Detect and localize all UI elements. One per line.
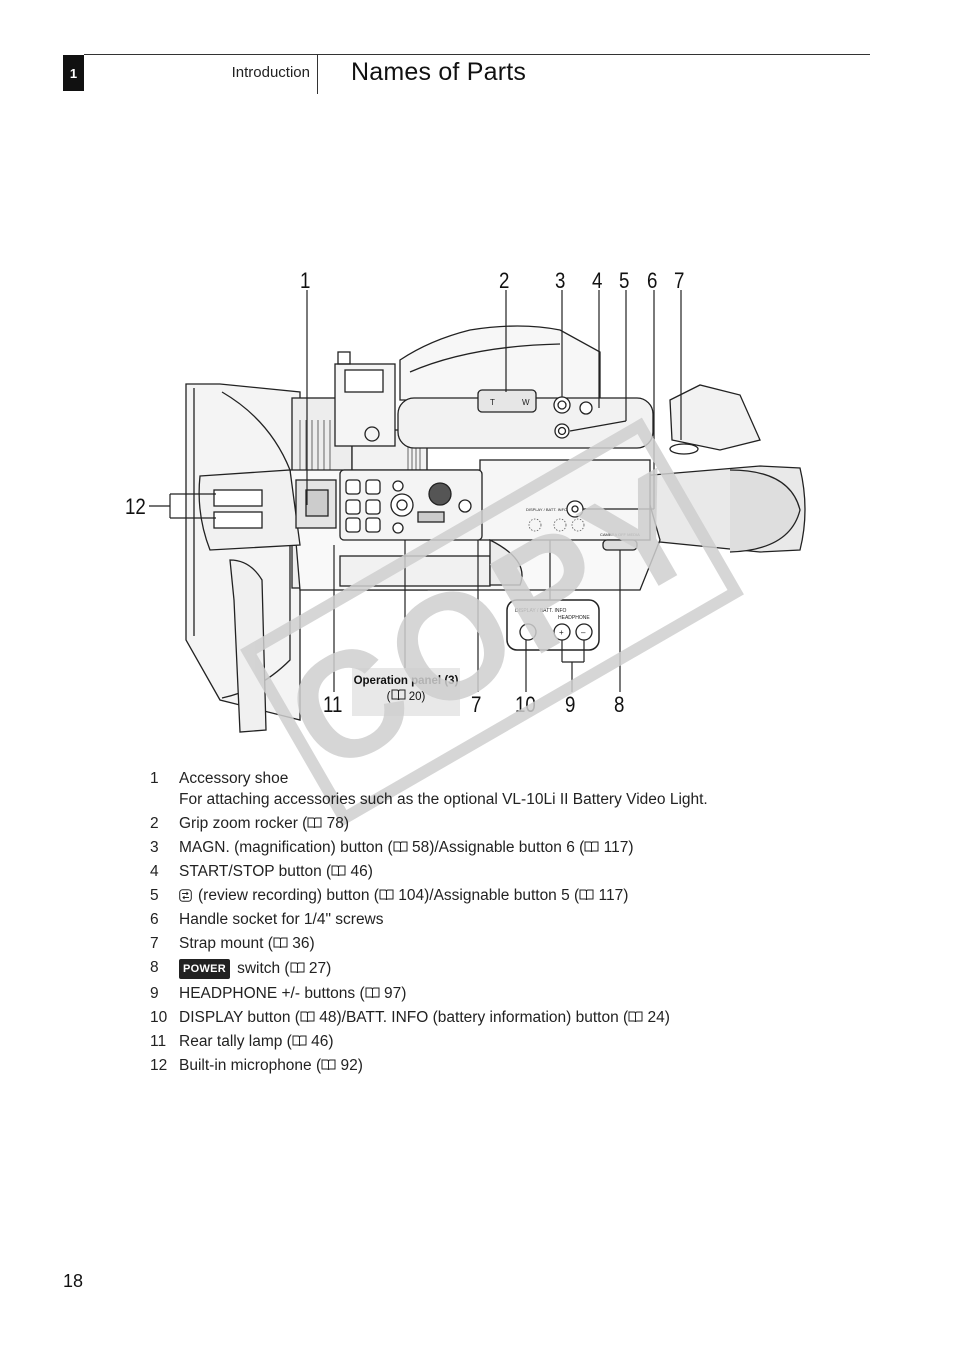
callout-7-bottom: 7 xyxy=(471,692,482,717)
svg-text:T: T xyxy=(490,398,495,407)
item-text: Built-in microphone ( 92) xyxy=(179,1057,363,1074)
power-badge: POWER xyxy=(179,959,231,979)
callout-2: 2 xyxy=(499,268,510,293)
item-description: For attaching accessories such as the op… xyxy=(179,791,708,808)
page-number: 18 xyxy=(63,1271,84,1291)
callout-4: 4 xyxy=(592,268,603,293)
item-number: 9 xyxy=(150,985,159,1002)
callout-8: 8 xyxy=(614,692,625,717)
item-text: DISPLAY button ( 48)/BATT. INFO (battery… xyxy=(179,1009,670,1026)
item-number: 6 xyxy=(150,911,159,928)
page-title: Names of Parts xyxy=(351,58,527,86)
callout-1: 1 xyxy=(300,268,311,293)
book-icon xyxy=(628,1011,643,1023)
parts-list-item: 6 Handle socket for 1/4" screws xyxy=(150,911,850,929)
item-number: 5 xyxy=(150,887,159,904)
callout-10: 10 xyxy=(515,692,536,717)
inset-display-label: DISPLAY / BATT. INFO xyxy=(515,608,567,614)
item-text: Rear tally lamp ( 46) xyxy=(179,1033,334,1050)
item-number: 3 xyxy=(150,839,159,856)
operation-panel-circled-number: 3 xyxy=(448,675,455,687)
item-text: HEADPHONE +/- buttons ( 97) xyxy=(179,985,407,1002)
item-number: 2 xyxy=(150,815,159,832)
item-text: MAGN. (magnification) button ( 58)/Assig… xyxy=(179,839,634,856)
parts-list-item: 9 HEADPHONE +/- buttons ( 97) xyxy=(150,985,850,1003)
review-recording-icon xyxy=(179,889,192,902)
book-icon xyxy=(365,987,380,999)
book-icon xyxy=(273,937,288,949)
book-icon xyxy=(391,689,405,701)
callout-7-top: 7 xyxy=(674,268,685,293)
callout-5: 5 xyxy=(619,268,630,293)
item-text: (review recording) button ( 104)/Assigna… xyxy=(179,887,850,905)
svg-text:CAMERA OFF MEDIA: CAMERA OFF MEDIA xyxy=(600,532,640,537)
svg-text:–: – xyxy=(581,628,586,637)
parts-list-item: 10 DISPLAY button ( 48)/BATT. INFO (batte… xyxy=(150,1009,850,1027)
item-number: 12 xyxy=(150,1057,168,1074)
parts-list-item: 5 (review recording) button ( 104)/Assign… xyxy=(150,887,850,905)
callout-9: 9 xyxy=(565,692,576,717)
book-icon xyxy=(393,841,408,853)
item-number: 10 xyxy=(150,1009,168,1026)
parts-list-item: 2 Grip zoom rocker ( 78) xyxy=(150,815,850,833)
book-icon xyxy=(300,1011,315,1023)
book-icon xyxy=(584,841,599,853)
svg-text:+: + xyxy=(559,628,564,637)
book-icon xyxy=(379,889,394,901)
svg-text:W: W xyxy=(522,398,530,407)
book-icon xyxy=(321,1059,336,1071)
parts-list-item: 12 Built-in microphone ( 92) xyxy=(150,1057,850,1075)
callout-3: 3 xyxy=(555,268,566,293)
section-label: Introduction xyxy=(231,64,310,81)
item-number: 4 xyxy=(150,863,159,880)
chapter-number-badge: 1 xyxy=(63,55,84,91)
book-icon xyxy=(292,1035,307,1047)
parts-list-item: 7 Strap mount ( 36) xyxy=(150,935,850,953)
book-icon xyxy=(331,865,346,877)
book-icon xyxy=(307,817,322,829)
item-text: START/STOP button ( 46) xyxy=(179,863,373,880)
item-number: 1 xyxy=(150,770,159,787)
svg-text:DISPLAY / BATT. INFO: DISPLAY / BATT. INFO xyxy=(526,507,567,512)
operation-panel-caption: Operation panel (3) ( 20) xyxy=(352,668,460,716)
item-number: 7 xyxy=(150,935,159,952)
parts-list-item: 3 MAGN. (magnification) button ( 58)/Assi… xyxy=(150,839,850,857)
callout-12: 12 xyxy=(125,494,146,519)
item-number: 8 xyxy=(150,959,159,976)
item-number: 11 xyxy=(150,1033,167,1050)
parts-list-item: 4 START/STOP button ( 46) xyxy=(150,863,850,881)
inset-headphone-label: HEADPHONE xyxy=(558,615,590,621)
book-icon xyxy=(579,889,594,901)
parts-list-item: 11 Rear tally lamp ( 46) xyxy=(150,1033,850,1051)
item-text: Grip zoom rocker ( 78) xyxy=(179,815,350,832)
operation-panel-title: Operation panel xyxy=(353,675,442,687)
operation-panel-ref: ( 20) xyxy=(386,689,426,703)
header-rule xyxy=(84,54,870,55)
item-text: Handle socket for 1/4" screws xyxy=(179,911,384,928)
book-icon xyxy=(290,962,305,974)
callout-6: 6 xyxy=(647,268,658,293)
header-divider xyxy=(317,54,318,94)
callout-11: 11 xyxy=(323,692,343,717)
item-text: Strap mount ( 36) xyxy=(179,935,315,952)
